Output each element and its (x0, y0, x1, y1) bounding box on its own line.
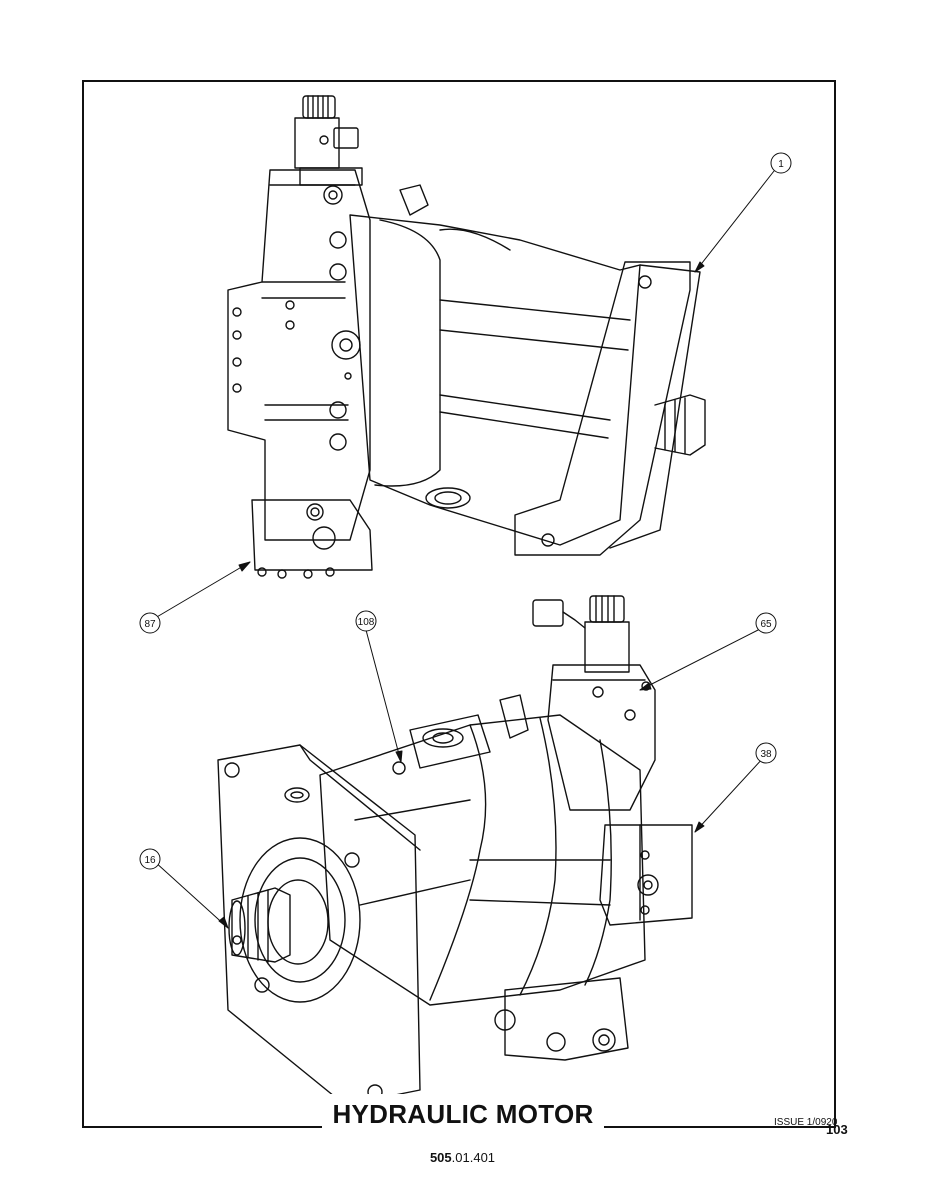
callout-1: 1 (778, 159, 784, 170)
page-title: HYDRAULIC MOTOR (332, 1098, 594, 1129)
callout-leaders (149, 170, 775, 929)
title-block: HYDRAULIC MOTOR (322, 1094, 604, 1134)
callout-16: 16 (144, 855, 156, 866)
issue-label: ISSUE 1/0920 (774, 1117, 838, 1128)
reference-number-rest: .01.401 (451, 1150, 496, 1165)
callout-108: 108 (358, 617, 375, 628)
callout-38: 38 (760, 749, 772, 760)
page-number: 103 (826, 1122, 848, 1137)
callout-65: 65 (760, 619, 772, 630)
upper-motor-illustration (227, 95, 706, 579)
callout-87: 87 (144, 619, 156, 630)
reference-number-bold: 505 (429, 1150, 452, 1165)
reference-number: 505.01.401 (0, 1150, 925, 1165)
lower-motor-illustration (217, 595, 693, 1106)
